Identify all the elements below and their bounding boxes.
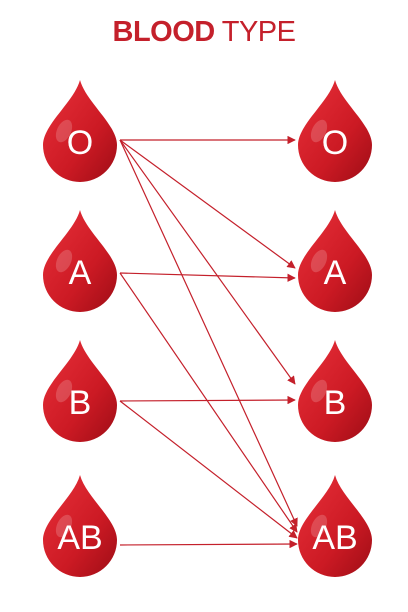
- page-title: BLOOD TYPE: [0, 12, 408, 52]
- recipient-drop-a-icon: [298, 210, 372, 312]
- donor-drop-b-icon: [43, 340, 117, 442]
- drop-highlight: [55, 249, 73, 273]
- drop-highlight: [310, 514, 328, 538]
- recipient-drop-ab-icon: [298, 475, 372, 577]
- donor-label-a: A: [68, 254, 92, 292]
- arrow-b-to-b: [119, 395, 296, 405]
- donor-drop-a-icon: [43, 210, 117, 312]
- arrow-a-to-a: [119, 272, 296, 282]
- title-bold: BLOOD: [112, 16, 216, 48]
- donor-drop-ab-icon: [43, 475, 117, 577]
- drops-layer: [43, 80, 372, 577]
- drop-highlight: [310, 119, 328, 143]
- arrow-o-to-a: [119, 139, 296, 269]
- drop-highlight: [310, 249, 328, 273]
- recipient-drop-b-icon: [298, 340, 372, 442]
- recipient-drop-o-icon: [298, 80, 372, 182]
- donor-label-ab: AB: [57, 519, 103, 557]
- arrow-ab-to-ab: [119, 539, 298, 549]
- arrow-o-to-ab: [119, 139, 298, 527]
- arrow-a-to-ab: [119, 272, 298, 533]
- arrows-layer: [119, 135, 298, 549]
- recipient-label-a: A: [323, 254, 347, 292]
- drop-highlight: [310, 379, 328, 403]
- donor-drop-o-icon: [43, 80, 117, 182]
- drop-highlight: [55, 379, 73, 403]
- recipient-label-ab: AB: [312, 519, 358, 557]
- donor-label-o: O: [66, 124, 94, 162]
- arrow-b-to-ab: [119, 400, 298, 539]
- recipient-label-b: B: [323, 384, 347, 422]
- arrow-o-to-b: [119, 139, 296, 385]
- donor-label-b: B: [68, 384, 92, 422]
- drop-highlight: [55, 119, 73, 143]
- title-rest: TYPE: [214, 16, 296, 48]
- recipient-label-o: O: [321, 124, 349, 162]
- drop-highlight: [55, 514, 73, 538]
